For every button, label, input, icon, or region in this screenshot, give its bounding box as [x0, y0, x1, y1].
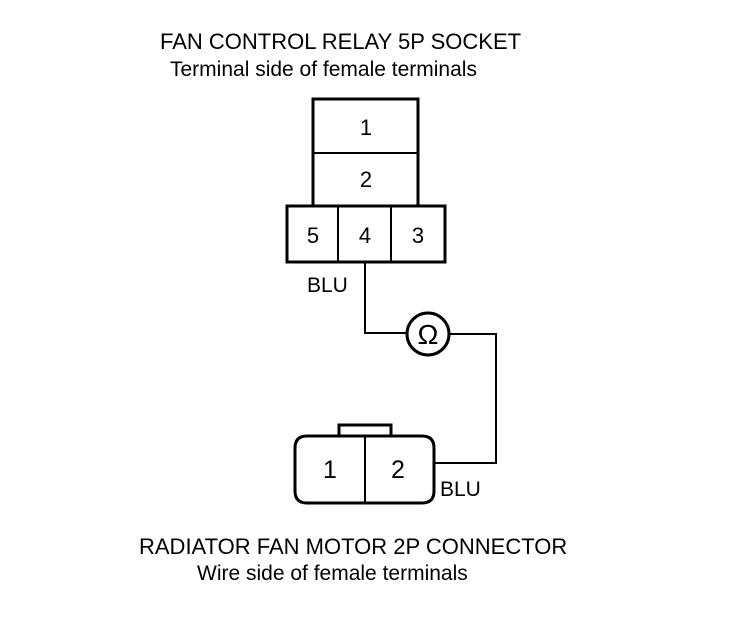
fan-wire-color-label: BLU — [440, 478, 481, 501]
ohmmeter-symbol — [405, 311, 451, 357]
relay-socket-subtitle: Terminal side of female terminals — [170, 58, 477, 81]
fan-connector-body — [293, 434, 436, 505]
fan-connector-title: RADIATOR FAN MOTOR 2P CONNECTOR — [139, 534, 568, 559]
ohm-icon: Ω — [418, 319, 439, 350]
wire-meter-to-terminal-2 — [434, 333, 497, 464]
relay-terminal-4-label: 4 — [359, 223, 371, 248]
relay-terminal-3-label: 3 — [412, 223, 424, 248]
fan-connector-subtitle: Wire side of female terminals — [197, 562, 468, 585]
wire-terminal-4-to-meter — [364, 262, 406, 334]
relay-terminal-2-label: 2 — [360, 167, 372, 192]
fan-terminal-1-label: 1 — [323, 456, 337, 484]
relay-wire-color-label: BLU — [307, 274, 348, 297]
fan-terminal-2-label: 2 — [391, 456, 405, 484]
relay-terminal-1-label: 1 — [360, 115, 372, 140]
fan-connector-latch — [337, 423, 393, 438]
relay-terminal-5-label: 5 — [307, 223, 319, 248]
relay-socket-title: FAN CONTROL RELAY 5P SOCKET — [160, 29, 522, 54]
